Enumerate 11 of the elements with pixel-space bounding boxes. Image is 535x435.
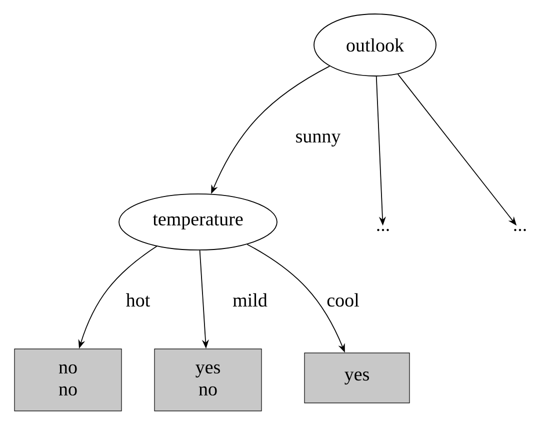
edge-label: sunny <box>294 132 342 148</box>
leaf-box: yes <box>304 352 410 404</box>
ellipse-node: temperature <box>118 194 278 250</box>
ellipse-node: outlook <box>314 14 436 76</box>
ellipsis-text: ... <box>377 228 389 232</box>
edge-label: cool <box>326 292 360 308</box>
ellipsis-text: ... <box>514 228 526 232</box>
edge-label: hot <box>124 292 152 308</box>
leaf-box: no no <box>14 348 122 412</box>
leaf-box: yes no <box>154 348 262 412</box>
edge-label: mild <box>232 292 268 308</box>
